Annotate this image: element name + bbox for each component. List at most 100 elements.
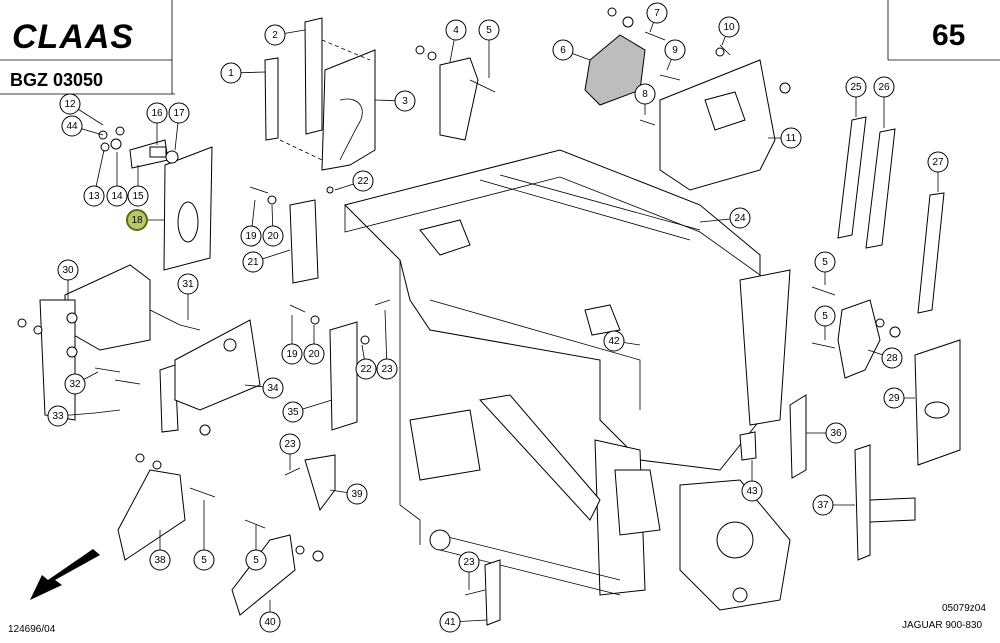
callout-number: 40: [264, 617, 276, 628]
callout-4[interactable]: 4: [445, 19, 467, 63]
top-plates: [264, 17, 376, 171]
callout-number: 9: [672, 45, 678, 56]
callout-bubble: [352, 170, 374, 192]
callout-29[interactable]: 29: [883, 387, 915, 409]
callout-2[interactable]: 2: [264, 24, 306, 46]
callout-bubble: [825, 422, 847, 444]
callout-36[interactable]: 36: [806, 422, 847, 444]
callout-bubble: [106, 185, 128, 207]
callout-number: 39: [351, 489, 363, 500]
callout-39[interactable]: 39: [329, 483, 368, 505]
callout-23-9[interactable]: 23: [458, 551, 480, 590]
callout-bubble: [718, 16, 740, 38]
callout-5-1[interactable]: 5: [814, 251, 836, 285]
callout-24[interactable]: 24: [699, 207, 751, 229]
callout-5[interactable]: 5: [478, 19, 500, 78]
main-frame: [344, 149, 791, 611]
callout-bubble: [346, 483, 368, 505]
callout-bubble: [83, 185, 105, 207]
callout-33[interactable]: 33: [47, 405, 96, 427]
plate-11: [639, 47, 791, 191]
callout-22[interactable]: 22: [334, 170, 374, 192]
callout-40[interactable]: 40: [259, 600, 281, 633]
callout-9[interactable]: 9: [664, 39, 686, 71]
callout-number: 25: [850, 82, 862, 93]
callout-number: 8: [642, 89, 648, 100]
callout-16[interactable]: 16: [146, 102, 168, 145]
callout-18[interactable]: 18: [126, 209, 165, 231]
callout-44[interactable]: 44: [61, 115, 104, 137]
callout-7[interactable]: 7: [646, 2, 668, 33]
callout-41[interactable]: 41: [439, 611, 488, 633]
callout-bubble: [741, 480, 763, 502]
callout-23-8[interactable]: 23: [279, 433, 301, 470]
callout-number: 10: [723, 22, 735, 33]
callout-31[interactable]: 31: [177, 273, 199, 320]
callout-11[interactable]: 11: [768, 127, 802, 149]
callout-number: 24: [734, 213, 746, 224]
callout-42[interactable]: 42: [603, 330, 641, 352]
right-plates: [837, 299, 961, 466]
callout-bubble: [279, 433, 301, 455]
callout-number: 15: [132, 191, 144, 202]
callout-38[interactable]: 38: [149, 530, 171, 571]
callout-8[interactable]: 8: [634, 83, 656, 115]
callout-number: 5: [253, 555, 259, 566]
callout-22-7[interactable]: 22: [355, 344, 377, 380]
callout-1[interactable]: 1: [220, 62, 266, 84]
callout-26[interactable]: 26: [873, 76, 895, 128]
callout-5-4[interactable]: 5: [245, 525, 267, 571]
callout-32[interactable]: 32: [64, 371, 99, 395]
callout-bubble: [646, 2, 668, 24]
callout-number: 5: [486, 25, 492, 36]
callout-43[interactable]: 43: [741, 460, 763, 502]
callout-bubble: [355, 358, 377, 380]
callout-bubble: [881, 347, 903, 369]
callout-12[interactable]: 12: [59, 93, 104, 126]
callout-number: 44: [66, 121, 78, 132]
callout-6[interactable]: 6: [552, 39, 591, 61]
callout-number: 7: [654, 8, 660, 19]
callout-bubble: [458, 551, 480, 573]
callout-bubble: [64, 373, 86, 395]
callout-5-2[interactable]: 5: [814, 305, 836, 340]
callout-37[interactable]: 37: [812, 494, 855, 516]
callout-15[interactable]: 15: [127, 165, 149, 207]
callout-bubble: [883, 387, 905, 409]
callout-30[interactable]: 30: [57, 259, 79, 300]
callout-number: 17: [173, 108, 185, 119]
arrow-down-left-icon: [30, 549, 100, 600]
callout-number: 5: [822, 311, 828, 322]
callout-23[interactable]: 23: [376, 309, 398, 380]
callout-bubble: [262, 377, 284, 399]
callout-13[interactable]: 13: [83, 149, 105, 207]
callout-3[interactable]: 3: [374, 90, 416, 112]
callout-5-3[interactable]: 5: [193, 500, 215, 571]
callout-bubble: [552, 39, 574, 61]
callout-number: 30: [62, 265, 74, 276]
callout-28[interactable]: 28: [867, 347, 903, 369]
callout-21[interactable]: 21: [242, 249, 291, 273]
callout-number: 23: [284, 439, 296, 450]
group-code: BGZ 03050: [10, 70, 103, 90]
callout-17[interactable]: 17: [168, 102, 190, 151]
bracket-4: [415, 45, 496, 141]
callout-27[interactable]: 27: [927, 151, 949, 192]
callout-bubble: [814, 251, 836, 273]
callout-34[interactable]: 34: [244, 377, 284, 399]
callout-number: 43: [746, 486, 758, 497]
callout-bubble: [376, 358, 398, 380]
callout-bubble: [127, 185, 149, 207]
callout-19-5[interactable]: 19: [281, 315, 303, 365]
callout-35[interactable]: 35: [282, 399, 333, 423]
callout-14[interactable]: 14: [106, 152, 128, 207]
callout-25[interactable]: 25: [845, 76, 867, 117]
callout-20[interactable]: 20: [262, 204, 284, 247]
callout-number: 5: [201, 555, 207, 566]
callout-20-6[interactable]: 20: [303, 325, 325, 365]
callout-10[interactable]: 10: [718, 16, 740, 46]
callout-number: 42: [608, 336, 620, 347]
callout-number: 27: [932, 157, 944, 168]
callout-19[interactable]: 19: [240, 199, 262, 247]
